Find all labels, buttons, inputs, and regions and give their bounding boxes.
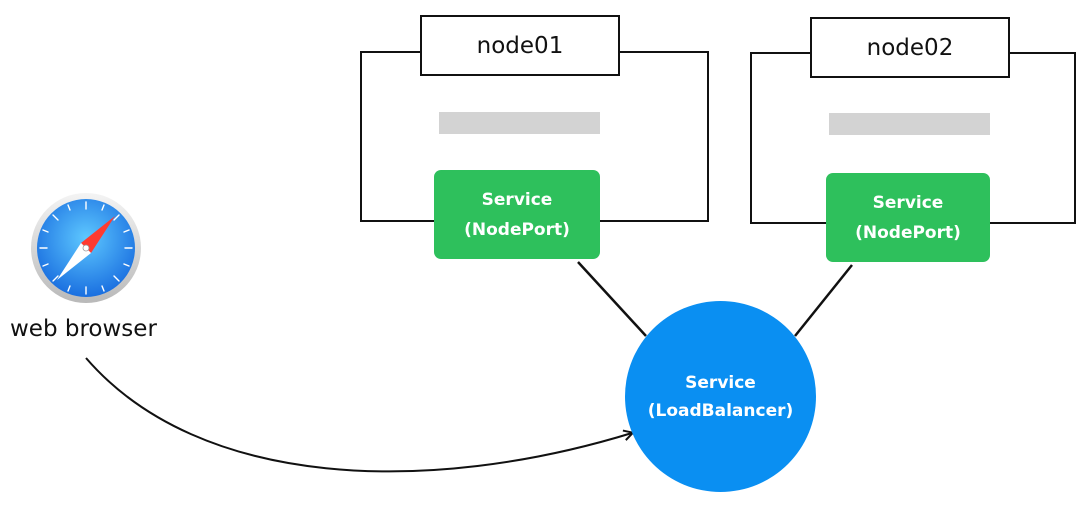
node02-label: node02 — [810, 17, 1010, 78]
node01-label: node01 — [420, 15, 620, 76]
safari-compass-icon — [31, 193, 141, 303]
node02-nodeport-service[interactable]: Service (NodePort) — [826, 173, 990, 262]
service-type: (NodePort) — [855, 222, 961, 243]
service-title: Service — [872, 192, 944, 213]
node02-name: node02 — [866, 34, 954, 61]
link-node02-to-loadbalancer — [794, 264, 853, 337]
link-node01-to-loadbalancer — [577, 261, 647, 337]
loadbalancer-service[interactable]: Service (LoadBalancer) — [625, 301, 816, 492]
node01-name: node01 — [476, 32, 564, 59]
node01-placeholder-bar — [439, 112, 600, 134]
service-title: Service — [481, 189, 553, 210]
node01-nodeport-service[interactable]: Service (NodePort) — [434, 170, 600, 259]
service-type: (LoadBalancer) — [647, 400, 794, 421]
browser-label: web browser — [10, 316, 157, 342]
service-type: (NodePort) — [464, 219, 570, 240]
service-title: Service — [685, 372, 756, 393]
request-arrow — [85, 357, 632, 473]
node02-placeholder-bar — [829, 113, 990, 135]
